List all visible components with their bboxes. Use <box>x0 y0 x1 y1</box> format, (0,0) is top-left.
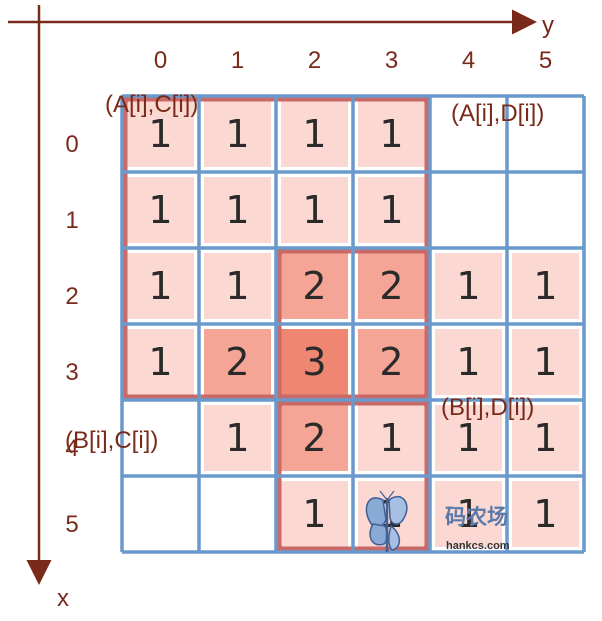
watermark-chinese: 码农场 <box>445 505 508 529</box>
cell-fill <box>358 405 425 471</box>
cell-value: 2 <box>225 340 249 384</box>
watermark-url: hankcs.com <box>446 540 510 552</box>
cell-fill <box>281 329 348 395</box>
cell-value: 2 <box>379 340 403 384</box>
cell-value: 1 <box>302 188 326 232</box>
corner-label-bc: (B[i],C[i]) <box>65 427 158 454</box>
cell-fill <box>127 177 194 243</box>
corner-label-bd: (B[i],D[i]) <box>441 394 534 421</box>
column-label: 4 <box>462 47 475 74</box>
column-label: 1 <box>231 47 244 74</box>
cell-fill <box>358 177 425 243</box>
cell-fill <box>281 177 348 243</box>
cell-values: 11111111112211123211121111111 <box>148 112 557 536</box>
cell-fill <box>204 253 271 319</box>
cell-fill <box>281 405 348 471</box>
cell-fill <box>512 481 579 547</box>
cell-value: 1 <box>379 112 403 156</box>
cell-value: 1 <box>225 264 249 308</box>
cell-value: 1 <box>456 416 480 460</box>
x-axis-label: x <box>57 585 69 612</box>
cell-fill <box>358 329 425 395</box>
cell-value: 1 <box>533 416 557 460</box>
cell-fill <box>281 253 348 319</box>
cell-value: 1 <box>533 340 557 384</box>
cell-value: 1 <box>148 340 172 384</box>
cell-fill <box>512 405 579 471</box>
cell-fill <box>204 177 271 243</box>
cell-value: 1 <box>533 264 557 308</box>
watermark: 码农场 hankcs.com <box>365 490 510 552</box>
cell-fill <box>281 481 348 547</box>
column-label: 0 <box>154 47 167 74</box>
cell-fill <box>435 405 502 471</box>
cell-value: 2 <box>379 264 403 308</box>
cell-fill <box>358 101 425 167</box>
row-label: 3 <box>65 359 78 386</box>
cell-fill <box>204 405 271 471</box>
cell-value: 2 <box>302 264 326 308</box>
cell-value: 2 <box>302 416 326 460</box>
cell-fill <box>127 329 194 395</box>
butterfly-icon <box>365 490 408 552</box>
cell-fill <box>512 329 579 395</box>
cell-fill <box>127 101 194 167</box>
column-label: 3 <box>385 47 398 74</box>
cell-fill <box>435 329 502 395</box>
cell-fill <box>358 253 425 319</box>
cell-value: 1 <box>148 112 172 156</box>
row-label: 2 <box>65 283 78 310</box>
cell-fill <box>512 253 579 319</box>
cell-fills <box>127 101 579 547</box>
cell-value: 1 <box>379 188 403 232</box>
cell-value: 1 <box>456 492 480 536</box>
cell-fill <box>435 253 502 319</box>
cell-fill <box>281 101 348 167</box>
cell-value: 1 <box>302 492 326 536</box>
cell-value: 1 <box>456 264 480 308</box>
cell-value: 1 <box>148 188 172 232</box>
grid-lines <box>120 94 586 554</box>
cell-fill <box>204 329 271 395</box>
row-labels: 0 1 2 3 4 5 <box>65 131 78 538</box>
row-label: 4 <box>65 435 78 462</box>
cell-fill <box>435 481 502 547</box>
cell-fill <box>127 253 194 319</box>
cell-value: 1 <box>533 492 557 536</box>
cell-value: 1 <box>225 112 249 156</box>
column-label: 2 <box>308 47 321 74</box>
cell-value: 1 <box>148 264 172 308</box>
cell-value: 1 <box>225 416 249 460</box>
corner-label-ad: (A[i],D[i]) <box>451 100 544 127</box>
y-axis-label: y <box>542 12 554 39</box>
row-label: 1 <box>65 207 78 234</box>
cell-value: 1 <box>379 416 403 460</box>
cell-fill <box>204 101 271 167</box>
row-label: 5 <box>65 511 78 538</box>
cell-value: 1 <box>302 112 326 156</box>
column-labels: 0 1 2 3 4 5 <box>154 47 552 74</box>
corner-label-ac: (A[i],C[i]) <box>105 91 198 118</box>
column-label: 5 <box>539 47 552 74</box>
cell-value: 1 <box>456 340 480 384</box>
cell-value: 3 <box>302 340 326 384</box>
row-label: 0 <box>65 131 78 158</box>
cell-value: 1 <box>225 188 249 232</box>
